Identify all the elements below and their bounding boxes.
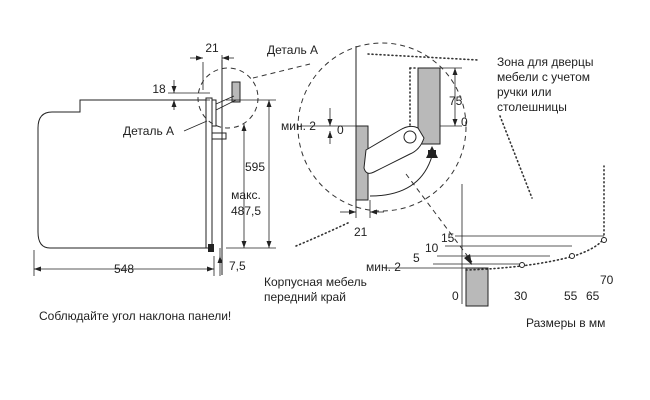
dim-max-label: макс. (231, 188, 261, 202)
swing-path-dashed (405, 173, 473, 263)
dim-21-top: 21 (190, 41, 234, 90)
graph-x55: 55 (564, 289, 578, 303)
dim-75: 75 0 (409, 67, 468, 129)
detail-a-title: Деталь A (267, 43, 318, 57)
dim-21-detail: 21 (340, 200, 384, 239)
graph-y15: 15 (441, 231, 455, 245)
clearance-graph: 15 10 5 мин. 2 0 30 55 65 70 (366, 165, 614, 307)
svg-text:Корпусная мебель: Корпусная мебель (264, 275, 367, 289)
note-panel-angle: Соблюдайте угол наклона панели! (39, 309, 231, 323)
svg-text:мебели с учетом: мебели с учетом (497, 70, 590, 84)
oven-front-panel (205, 97, 213, 249)
dim-487-label: 487,5 (231, 204, 261, 218)
graph-x30: 30 (514, 289, 528, 303)
dim-7-5: 7,5 (217, 248, 246, 276)
dim-595-label: 595 (245, 160, 265, 174)
dim-18-label: 18 (152, 82, 166, 96)
dim-0-right-label: 0 (461, 115, 468, 129)
counter-edge-block (465, 267, 489, 307)
oven-foot (208, 244, 214, 252)
dim-595: 595 (226, 99, 276, 249)
graph-x70: 70 (600, 273, 614, 287)
door-panel-section (417, 67, 441, 145)
door-clearance-curve (465, 165, 605, 271)
dim-min2-detail: мин. 2 0 (281, 108, 356, 144)
dim-21-top-label: 21 (205, 41, 219, 55)
dim-0-left-label: 0 (337, 123, 344, 137)
detail-a-small-circle (197, 67, 259, 129)
graph-y10: 10 (425, 241, 439, 255)
detail-a-small-bracket (215, 81, 241, 111)
detail-a-large-circle (297, 42, 467, 212)
svg-text:Зона для дверцы: Зона для дверцы (497, 55, 593, 69)
graph-x65: 65 (586, 289, 600, 303)
svg-text:столешницы: столешницы (497, 100, 567, 114)
graph-min2: мин. 2 (366, 260, 401, 274)
units-note: Размеры в мм (526, 316, 605, 330)
dim-548-label: 548 (114, 262, 134, 276)
dim-75-label: 75 (449, 94, 463, 108)
detail-a-callout: Деталь A (123, 124, 174, 138)
oven-body-outline (37, 99, 213, 249)
oven-handle (211, 132, 227, 140)
dim-18: 18 (152, 80, 210, 110)
graph-x0: 0 (452, 289, 459, 303)
cabinet-label: Корпусная мебель передний край (264, 275, 367, 304)
dim-min2-detail-label: мин. 2 (281, 119, 316, 133)
svg-text:ручки или: ручки или (497, 85, 552, 99)
graph-y5: 5 (413, 251, 420, 265)
oven-side-view (37, 97, 227, 252)
swing-arc (369, 155, 433, 197)
detail-a-enlarged (355, 46, 441, 208)
door-zone-label: Зона для дверцы мебели с учетом ручки ил… (497, 55, 593, 114)
svg-text:передний край: передний край (264, 290, 346, 304)
dim-7-5-label: 7,5 (229, 259, 246, 273)
dim-487-5: макс. 487,5 (231, 124, 261, 248)
dim-21-detail-label: 21 (354, 225, 368, 239)
dim-548: 548 (33, 250, 215, 276)
